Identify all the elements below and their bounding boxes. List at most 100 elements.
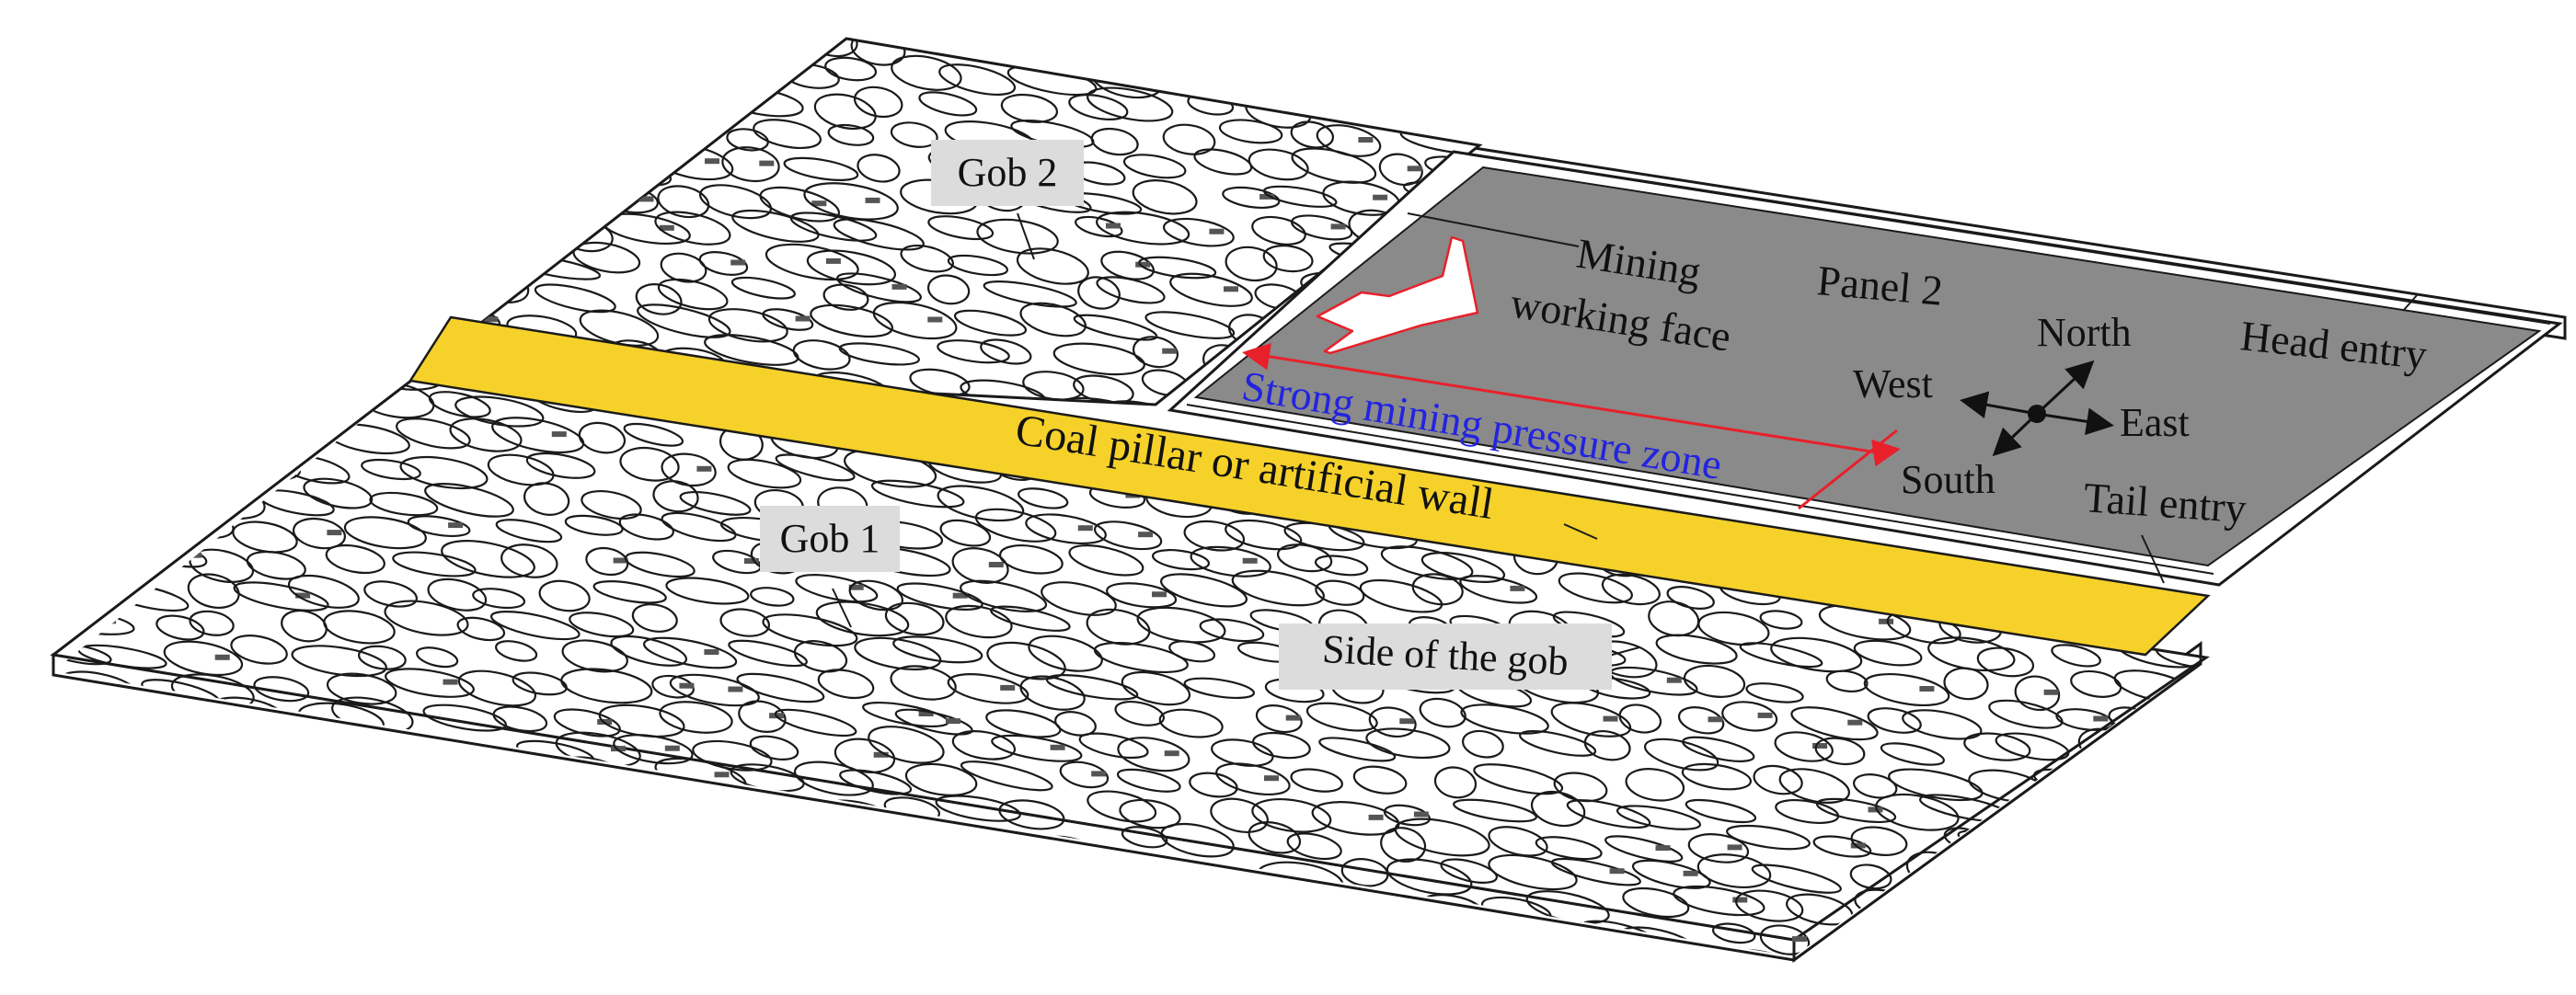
rubble-rock (397, 892, 486, 919)
rubble-rock (618, 513, 674, 541)
rubble-rock (1317, 91, 1374, 116)
rubble-rock (1183, 677, 1256, 700)
rubble-fragment (1358, 137, 1374, 143)
rubble-rock (679, 490, 752, 516)
rubble-rock (1281, 39, 1362, 59)
rubble-fragment (828, 961, 843, 966)
rubble-rock (63, 419, 146, 445)
rubble-rock (603, 894, 648, 927)
rubble-rock (788, 947, 849, 956)
rubble-rock (872, 301, 958, 340)
rubble-rock (2112, 863, 2191, 890)
rubble-rock (53, 888, 93, 921)
rubble-rock (814, 855, 860, 889)
rubble-rock (1512, 27, 1557, 54)
rubble-rock (415, 646, 459, 669)
rubble-rock (256, 797, 306, 829)
rubble-rock (1423, 62, 1468, 88)
rubble-rock (1444, 928, 1536, 956)
rubble-rock (1473, 763, 1564, 795)
rubble-rock (472, 155, 535, 179)
rubble-rock (144, 704, 238, 735)
rubble-fragment (1655, 845, 1671, 852)
rubble-fragment (1380, 66, 1396, 73)
rubble-rock (1677, 706, 1725, 735)
rubble-rock (1073, 374, 1134, 405)
rubble-rock (1291, 214, 1353, 241)
rubble-rock (1815, 797, 1897, 824)
rubble-rock (993, 887, 1045, 921)
rubble-fragment (825, 257, 841, 264)
rubble-fragment (667, 97, 683, 103)
rubble-rock (369, 793, 445, 829)
rubble-rock (360, 856, 454, 885)
rubble-rock (2088, 882, 2165, 918)
rubble-rock (1867, 707, 1922, 734)
rubble-rock (957, 948, 1039, 956)
rubble-fragment (214, 654, 230, 660)
rubble-rock (1751, 863, 1842, 894)
rubble-fragment (507, 837, 523, 843)
compass-west-label: West (1853, 361, 1933, 406)
rubble-fragment (1150, 39, 1166, 45)
rubble-rock (892, 635, 983, 664)
rubble-rock (1581, 945, 1678, 956)
rubble-rock (1601, 573, 1661, 606)
rubble-rock (1452, 60, 1479, 96)
rubble-rock (538, 579, 591, 612)
rubble-rock (1078, 732, 1149, 760)
rubble-fragment (483, 316, 499, 323)
rubble-rock (2051, 644, 2101, 668)
rubble-rock (2174, 739, 2206, 769)
rubble-rock (1106, 582, 1178, 609)
rubble-rock (1286, 832, 1342, 861)
rubble-fragment (624, 138, 639, 144)
rubble-rock (187, 573, 240, 609)
gob-1-label-box (760, 506, 900, 572)
rubble-rock (2049, 831, 2098, 861)
rubble-fragment (848, 898, 864, 904)
rubble-rock (298, 394, 362, 421)
rubble-rock (1643, 738, 1719, 772)
rubble-rock (551, 84, 598, 116)
rubble-rock (920, 891, 1008, 922)
rubble-rock (325, 543, 385, 575)
rubble-fragment (567, 807, 582, 814)
rubble-rock (407, 515, 471, 537)
rubble-fragment (1683, 870, 1698, 876)
rubble-rock (974, 508, 1057, 543)
rubble-rock (495, 519, 563, 543)
rubble-rock (990, 605, 1071, 632)
rubble-rock (1950, 857, 2038, 886)
rubble-rock (945, 604, 1013, 639)
rubble-fragment (530, 777, 546, 783)
rubble-fragment (848, 584, 864, 590)
rubble-rock (538, 889, 598, 917)
rubble-fragment (1533, 98, 1547, 104)
rubble-rock (750, 587, 795, 607)
rubble-rock (774, 708, 857, 738)
rubble-rock (736, 672, 825, 703)
rubble-rock (778, 864, 834, 895)
rubble-rock (1086, 924, 1133, 955)
rubble-rock (1774, 731, 1834, 762)
rubble-rock (1488, 826, 1548, 857)
rubble-rock (2120, 947, 2191, 956)
rubble-rock (226, 768, 293, 794)
rubble-rock (448, 254, 503, 280)
rubble-fragment (1450, 467, 1466, 474)
rubble-rock (1016, 247, 1089, 285)
rubble-rock (1682, 736, 1755, 762)
rubble-rock (564, 514, 624, 536)
rubble-rock (721, 146, 780, 183)
rubble-rock (2211, 611, 2265, 643)
rubble-rock (1365, 727, 1451, 760)
head-entry-line (1467, 154, 2551, 325)
rubble-rock (762, 308, 814, 331)
rubble-fragment (945, 718, 960, 725)
rubble-rock (1251, 215, 1306, 246)
rubble-rock (326, 672, 397, 705)
rubble-rock (1130, 858, 1185, 885)
rubble-rock (144, 955, 240, 994)
rubble-rock (848, 579, 903, 612)
